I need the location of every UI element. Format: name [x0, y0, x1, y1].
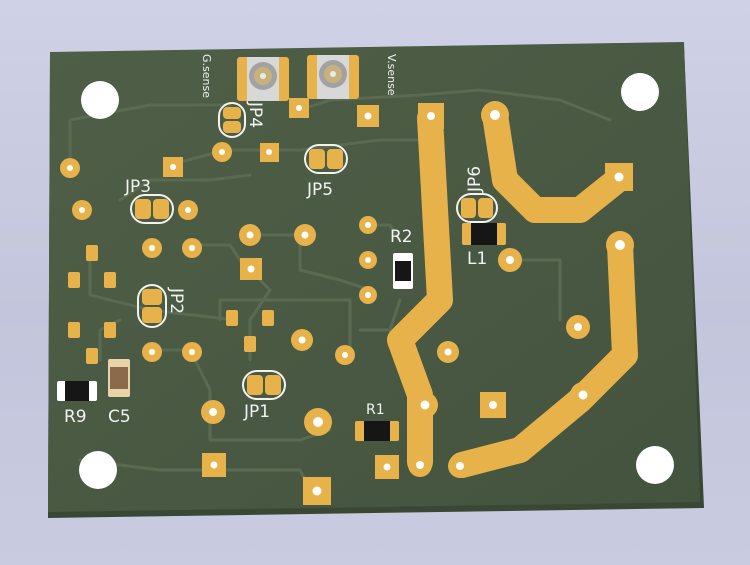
power-trace-main — [387, 105, 453, 475]
label-l1: L1 — [467, 249, 487, 269]
mounting-hole-tr — [621, 73, 659, 111]
mounting-hole-br — [636, 446, 674, 484]
connector-v-sense — [307, 55, 359, 99]
jumper-jp5 — [304, 144, 348, 174]
inductor-l1 — [462, 223, 506, 245]
label-jp1: JP1 — [243, 402, 270, 422]
silkscreen-labels: JP3 JP5 JP1 R2 R1 R9 C5 L1 JP4 JP2 JP6 G… — [64, 54, 487, 427]
solder-jumpers — [130, 102, 498, 400]
label-v-sense: V.sense — [385, 54, 398, 96]
label-c5: C5 — [108, 407, 131, 427]
connector-g-sense — [237, 57, 289, 101]
capacitor-c5 — [108, 359, 130, 397]
label-r2: R2 — [390, 227, 413, 247]
mounting-holes — [79, 73, 674, 489]
resistor-r1 — [355, 421, 399, 441]
label-jp5: JP5 — [306, 180, 333, 200]
label-jp3: JP3 — [124, 177, 151, 197]
jumper-jp1 — [242, 370, 286, 400]
jumper-jp4 — [218, 102, 246, 138]
resistor-r9 — [57, 381, 97, 401]
label-jp4: JP4 — [245, 101, 265, 128]
jumper-jp2 — [137, 284, 167, 328]
through-hole-pads — [60, 98, 634, 505]
jumper-jp6 — [456, 193, 498, 223]
label-r9: R9 — [64, 407, 87, 427]
smd-pads — [68, 245, 274, 364]
label-jp6: JP6 — [465, 166, 485, 193]
label-jp2: JP2 — [166, 287, 186, 314]
label-g-sense: G.sense — [200, 54, 213, 98]
resistor-r2 — [393, 253, 413, 289]
jumper-jp3 — [130, 194, 174, 224]
mounting-hole-tl — [81, 81, 119, 119]
label-r1: R1 — [366, 402, 385, 418]
power-trace-top — [482, 102, 633, 223]
components — [57, 55, 506, 441]
mounting-hole-bl — [79, 451, 117, 489]
